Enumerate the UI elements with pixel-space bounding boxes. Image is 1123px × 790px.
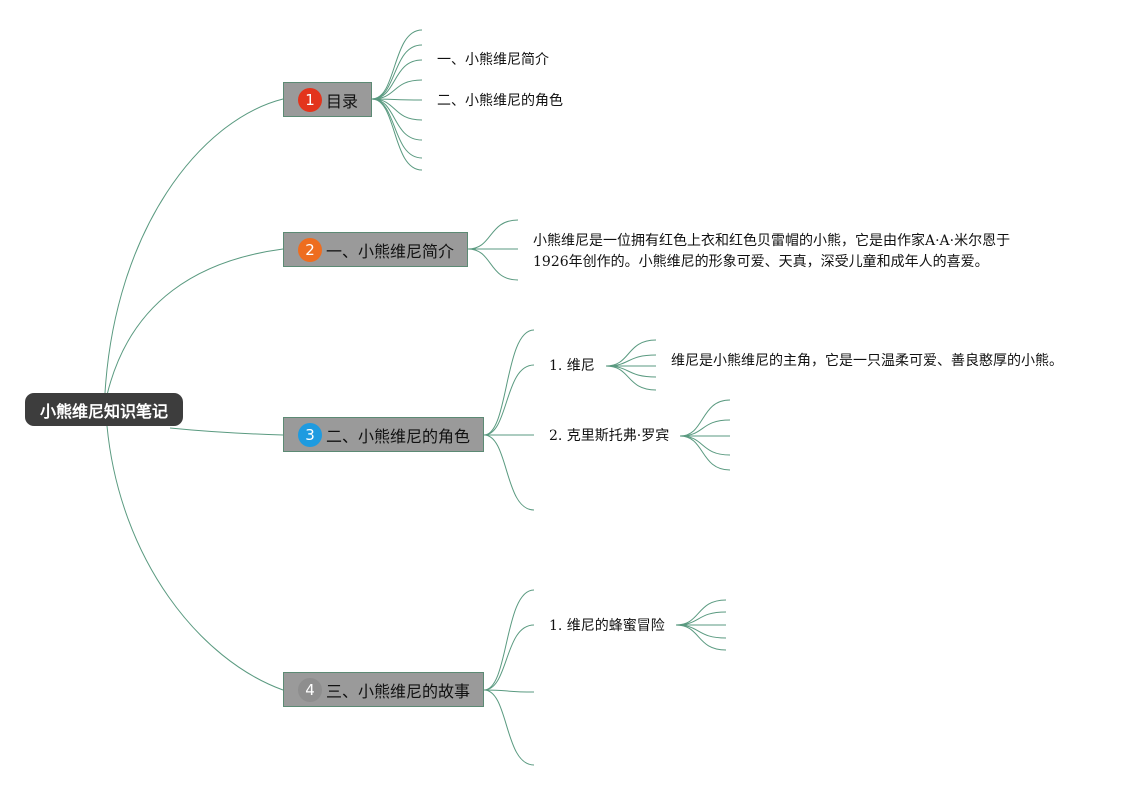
connector-line-33 bbox=[483, 689, 535, 693]
connector-line-36 bbox=[675, 611, 727, 626]
connector-line-32 bbox=[483, 624, 535, 691]
role-1-description[interactable]: 维尼是小熊维尼的主角，它是一只温柔可爱、善良憨厚的小熊。 bbox=[671, 353, 1063, 369]
connector-line-38 bbox=[675, 624, 727, 639]
connector-line-6 bbox=[371, 44, 423, 100]
connector-line-30 bbox=[679, 435, 731, 471]
connector-line-31 bbox=[483, 589, 535, 691]
number-badge-2: 2 bbox=[298, 237, 322, 262]
connector-line-24 bbox=[605, 365, 657, 378]
connector-line-8 bbox=[371, 79, 423, 100]
number-badge-1: 1 bbox=[298, 87, 322, 112]
connector-line-12 bbox=[371, 98, 423, 159]
connector-line-4 bbox=[106, 425, 284, 691]
connector-line-26 bbox=[679, 399, 731, 437]
topic-label: 一、小熊维尼简介 bbox=[326, 241, 455, 261]
connector-line-29 bbox=[679, 435, 731, 456]
role-item-2[interactable]: 2. 克里斯托弗·罗宾 bbox=[549, 428, 670, 444]
connector-line-5 bbox=[371, 29, 423, 100]
connector-line-34 bbox=[483, 689, 535, 766]
connector-line-2 bbox=[106, 248, 284, 396]
connector-line-1 bbox=[104, 98, 284, 394]
connector-line-21 bbox=[605, 339, 657, 367]
connector-line-16 bbox=[467, 248, 519, 281]
topic-stories[interactable]: 4 三、小熊维尼的故事 bbox=[283, 672, 484, 707]
connector-line-25 bbox=[605, 365, 657, 391]
connector-line-17 bbox=[483, 329, 535, 436]
root-node[interactable]: 小熊维尼知识笔记 bbox=[25, 393, 183, 426]
topic-label: 二、小熊维尼的角色 bbox=[326, 426, 471, 446]
connector-line-7 bbox=[371, 59, 423, 100]
story-item-1[interactable]: 1. 维尼的蜂蜜冒险 bbox=[549, 618, 665, 634]
connector-line-18 bbox=[483, 364, 535, 436]
role-item-1[interactable]: 1. 维尼 bbox=[549, 358, 595, 374]
toc-item-1[interactable]: 一、小熊维尼简介 bbox=[437, 52, 549, 68]
number-badge-4: 4 bbox=[298, 677, 322, 702]
topic-label: 目录 bbox=[326, 91, 359, 111]
topic-toc[interactable]: 1 目录 bbox=[283, 82, 372, 117]
toc-item-2[interactable]: 二、小熊维尼的角色 bbox=[437, 93, 563, 109]
connector-line-13 bbox=[371, 98, 423, 171]
connector-line-39 bbox=[675, 624, 727, 651]
number-badge-3: 3 bbox=[298, 422, 322, 447]
topic-roles[interactable]: 3 二、小熊维尼的角色 bbox=[283, 417, 484, 452]
connector-line-14 bbox=[467, 219, 519, 250]
intro-description[interactable]: 小熊维尼是一位拥有红色上衣和红色贝雷帽的小熊，它是由作家A·A·米尔恩于1926… bbox=[533, 233, 1011, 270]
connector-line-3 bbox=[169, 427, 284, 436]
root-title: 小熊维尼知识笔记 bbox=[39, 401, 168, 421]
connector-line-27 bbox=[679, 419, 731, 437]
connector-line-20 bbox=[483, 434, 535, 511]
topic-intro[interactable]: 2 一、小熊维尼简介 bbox=[283, 232, 468, 267]
connector-line-22 bbox=[605, 354, 657, 367]
topic-label: 三、小熊维尼的故事 bbox=[326, 681, 471, 701]
